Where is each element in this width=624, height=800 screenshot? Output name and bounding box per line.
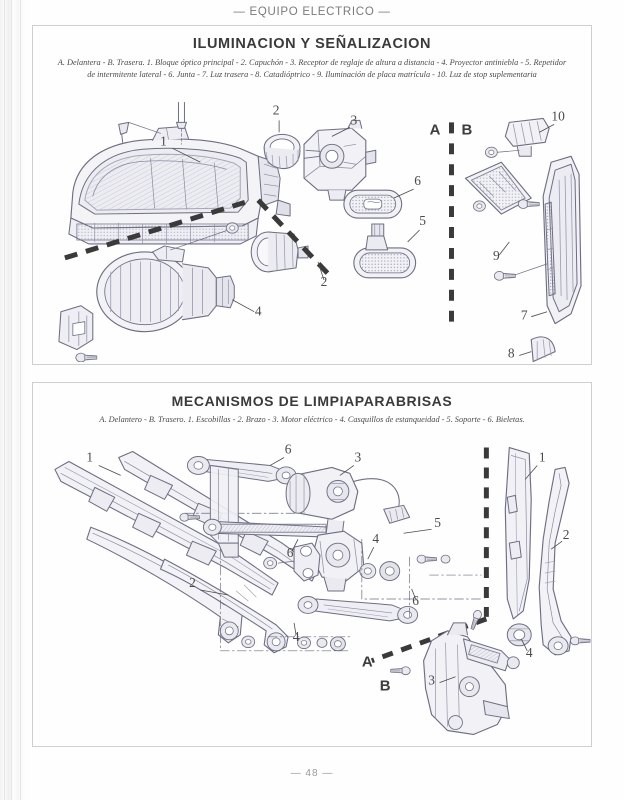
callout-number: 6 — [285, 441, 292, 456]
callout-number: 8 — [508, 346, 515, 361]
callout-leader — [499, 241, 510, 256]
linkage-rod-icon — [263, 542, 321, 582]
callout-number: 6 — [412, 593, 419, 608]
scan-line — [20, 0, 21, 800]
figure-lighting: 1 2 3 2 4 5 6 7 8 9 10 A B — [33, 100, 591, 362]
side-repeater-lamp-icon — [353, 223, 417, 279]
callout-number: 9 — [493, 248, 500, 263]
callout-leader — [550, 540, 563, 550]
callout-number: 1 — [539, 449, 546, 464]
callout-leader — [520, 638, 528, 651]
section-label-a: A — [362, 654, 373, 671]
scan-line — [4, 0, 5, 800]
sealing-bushing-icon — [506, 623, 532, 647]
callouts-lighting: 1 2 3 2 4 5 6 7 8 9 10 — [160, 102, 565, 360]
bulb-pin-icon — [175, 101, 187, 145]
callout-leader — [339, 465, 355, 476]
callout-leader — [172, 147, 201, 163]
callout-number: 3 — [350, 112, 357, 127]
callout-number: 4 — [255, 304, 262, 319]
callout-number: 3 — [428, 673, 435, 688]
panel-caption-wipers: A. Delantero - B. Trasero. 1. Escobillas… — [99, 415, 525, 424]
callout-number: 2 — [321, 274, 328, 289]
panel-wipers: MECANISMOS DE LIMPIAPARABRISAS A. Delant… — [32, 382, 592, 747]
panel-caption-lighting: A. Delantera - B. Trasera. 1. Bloque ópt… — [57, 58, 567, 79]
bulb-cap-icon — [250, 231, 309, 273]
callout-leader — [531, 311, 548, 318]
panel-title-lighting: ILUMINACION Y SEÑALIZACION — [192, 36, 432, 52]
wiper-blade-icon — [504, 446, 532, 620]
section-label-b: B — [380, 678, 391, 695]
sealing-bushing-icon — [359, 561, 401, 582]
section-label-a: A — [430, 121, 441, 138]
callout-leader — [317, 261, 325, 280]
wiper-arm-icon — [538, 466, 591, 656]
section-label-b: B — [461, 121, 472, 138]
gasket-icon — [343, 189, 403, 219]
callout-number: 2 — [273, 102, 280, 117]
reflector-icon — [530, 336, 556, 362]
callout-leader — [200, 589, 229, 596]
callout-leader — [291, 539, 299, 552]
callout-number: 2 — [189, 575, 196, 590]
callout-leader — [393, 188, 414, 199]
callout-leader — [538, 124, 555, 133]
callout-leader — [407, 229, 420, 243]
clip-icon — [118, 121, 161, 143]
linkage-rod-icon — [186, 456, 297, 485]
headlamp-assembly-icon — [68, 125, 291, 245]
panel-title-wipers: MECANISMOS DE LIMPIAPARABRISAS — [171, 393, 453, 409]
fog-lamp-icon — [96, 222, 239, 333]
callout-leader — [524, 465, 538, 480]
callout-leader — [439, 676, 456, 684]
panel-lighting: ILUMINACION Y SEÑALIZACION A. Delantera … — [32, 25, 592, 365]
high-level-brake-lamp-icon — [484, 117, 550, 158]
callout-number: 10 — [551, 108, 565, 123]
callout-leader — [367, 546, 375, 560]
callouts-wipers: 1 6 3 5 4 6 2 6 4 1 2 4 3 — [86, 441, 569, 687]
callout-number: 5 — [419, 213, 426, 228]
section-divider-diagonal — [64, 197, 334, 280]
callout-leader — [293, 622, 297, 635]
callout-leader — [411, 588, 416, 600]
wiper-arm-icon — [159, 558, 289, 654]
bulb-cap-icon — [263, 133, 301, 170]
linkage-rod-icon — [297, 596, 419, 624]
callout-leader — [98, 465, 121, 476]
running-head: — EQUIPO ELECTRICO — — [233, 6, 391, 18]
callout-number: 6 — [414, 173, 421, 188]
callout-number: 3 — [354, 449, 361, 464]
callout-leader — [519, 351, 532, 356]
wiper-arm-icon — [86, 526, 243, 644]
figure-wipers: 1 6 3 5 4 6 2 6 4 1 2 4 3 A B — [33, 439, 591, 744]
callout-leader — [232, 299, 255, 313]
fog-lamp-bracket-icon — [58, 305, 98, 362]
callout-number: 4 — [526, 645, 533, 660]
callout-leader — [331, 127, 351, 137]
callout-number: 1 — [160, 133, 167, 148]
motor-mounting-plate-icon — [311, 530, 365, 592]
headlamp-levelling-actuator-icon — [303, 119, 377, 201]
sealing-bushing-icon — [241, 635, 346, 652]
scan-line — [11, 0, 12, 800]
callout-number: 7 — [521, 308, 528, 323]
callout-number: 5 — [434, 515, 441, 530]
section-divider-bent — [370, 447, 489, 664]
callout-number: 6 — [287, 545, 294, 560]
callout-number: 1 — [86, 449, 93, 464]
tail-lamp-icon — [493, 155, 582, 325]
callout-number: 4 — [293, 629, 300, 644]
licence-plate-lamp-icon — [464, 161, 540, 215]
wiper-motor-icon — [285, 466, 411, 538]
callout-leader — [269, 457, 285, 466]
callout-number: 2 — [563, 527, 570, 542]
callout-number: 4 — [372, 531, 379, 546]
wiper-blade-icon — [54, 460, 279, 596]
wiper-motor-icon — [390, 608, 520, 736]
page-number: — 48 — — [290, 768, 334, 779]
callout-leader — [403, 528, 432, 534]
support-bracket-icon — [179, 464, 333, 558]
